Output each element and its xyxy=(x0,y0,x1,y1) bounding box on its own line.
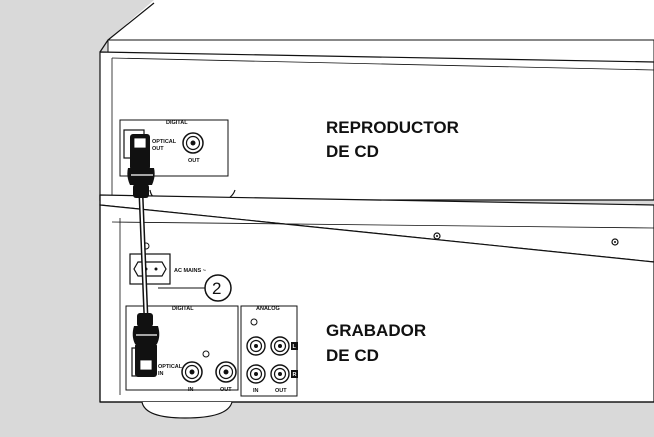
player-title-line1: REPRODUCTOR xyxy=(326,118,459,137)
recorder-optical-in-label-2: IN xyxy=(158,371,164,377)
callout-2-circle xyxy=(204,274,232,302)
player-coax-out-label: OUT xyxy=(188,158,200,164)
recorder-coax-in-label: IN xyxy=(188,387,194,393)
player-optical-out-label-2: OUT xyxy=(152,146,164,152)
analog-jacks xyxy=(246,336,290,384)
ac-mains-label: AC MAINS ~ xyxy=(174,268,206,274)
analog-in-label: IN xyxy=(253,388,259,394)
recorder-title-line2: DE CD xyxy=(326,346,379,365)
optical-cable xyxy=(127,134,160,377)
callout-number: 2 xyxy=(212,279,221,298)
recorder-coax-out-label: OUT xyxy=(220,387,232,393)
cd-recorder-unit: AC MAINS ~ 2 DIGITAL OPTICAL IN IN OUT A… xyxy=(99,194,654,419)
recorder-analog-label: ANALOG xyxy=(256,306,280,312)
recorder-digital-label: DIGITAL xyxy=(172,306,194,312)
background-top-white xyxy=(108,0,654,40)
player-digital-label: DIGITAL xyxy=(166,120,188,126)
analog-out-label: OUT xyxy=(275,388,287,394)
recorder-title-line1: GRABADOR xyxy=(326,321,426,340)
channel-left-label: L xyxy=(293,344,297,350)
channel-right-label: R xyxy=(293,372,297,378)
player-title-line2: DE CD xyxy=(326,142,379,161)
recorder-optical-in-label-1: OPTICAL xyxy=(158,364,183,370)
player-optical-out-label-1: OPTICAL xyxy=(152,139,177,145)
